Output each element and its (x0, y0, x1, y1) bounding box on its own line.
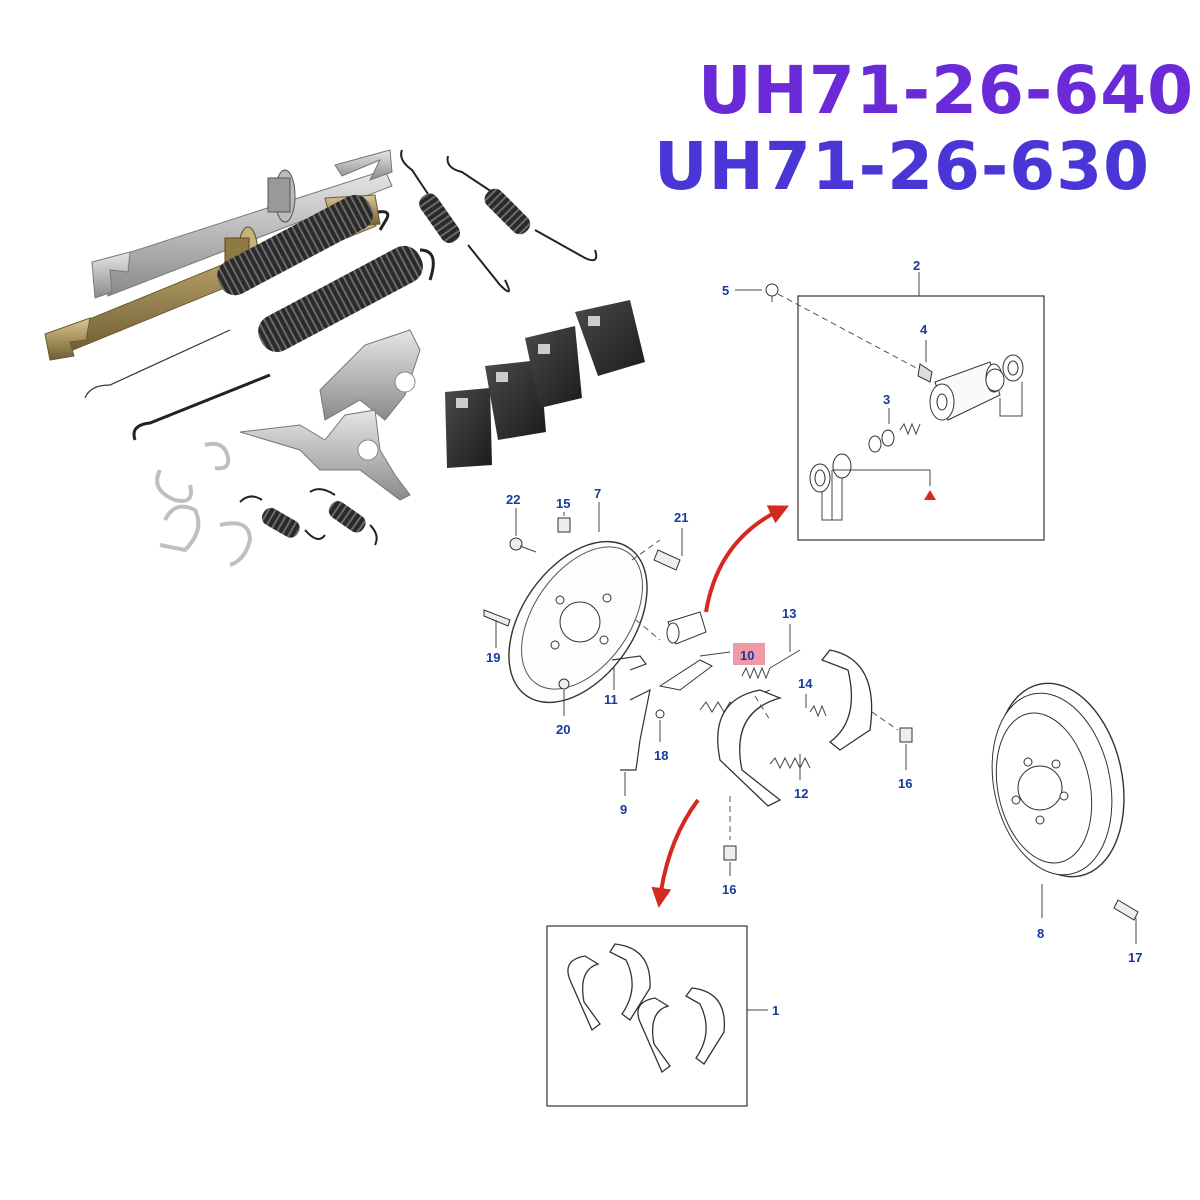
red-arrow-up (704, 505, 789, 613)
callout-12: 12 (794, 786, 808, 801)
callout-7: 7 (594, 486, 601, 501)
callout-15: 15 (556, 496, 570, 511)
callout-22: 22 (506, 492, 520, 507)
wheel-cylinder-box: 2 5 4 3 (722, 258, 1045, 541)
brake-pads (445, 300, 645, 468)
metal-brackets (239, 329, 421, 501)
callout-1: 1 (772, 1003, 779, 1018)
large-spring-2 (132, 245, 435, 441)
callout-17: 17 (1128, 950, 1142, 965)
title-block: UH71-26-640 UH71-26-630 (0, 0, 1200, 205)
callout-11: 11 (604, 692, 618, 707)
thin-spring-2 (446, 155, 598, 262)
small-springs (239, 488, 378, 546)
callout-20: 20 (556, 722, 570, 737)
brake-drum: 8 17 (991, 682, 1142, 965)
part-number-1: UH71-26-640 (698, 52, 1195, 129)
callout-21: 21 (674, 510, 688, 525)
part-number-2: UH71-26-630 (654, 128, 1151, 205)
retainer-clips (155, 441, 253, 567)
callout-13: 13 (782, 606, 796, 621)
callout-8: 8 (1037, 926, 1044, 941)
main-exploded-view: 7 15 22 21 19 20 (483, 486, 913, 897)
thin-spring-1 (400, 149, 510, 293)
red-arrow-down (651, 798, 700, 908)
callout-5: 5 (722, 283, 729, 298)
callout-16a: 16 (898, 776, 912, 791)
large-spring-1 (84, 194, 390, 399)
callout-4: 4 (920, 322, 928, 337)
callout-9: 9 (620, 802, 627, 817)
callout-14: 14 (798, 676, 813, 691)
callout-2: 2 (913, 258, 920, 273)
brake-shoe-kit-box: 1 (546, 925, 779, 1107)
callout-10-highlight (733, 643, 765, 665)
callout-3: 3 (883, 392, 890, 407)
kit-photo (44, 149, 645, 567)
callout-19: 19 (486, 650, 500, 665)
callout-10: 10 (740, 648, 754, 663)
callout-16b: 16 (722, 882, 736, 897)
callout-18: 18 (654, 748, 668, 763)
